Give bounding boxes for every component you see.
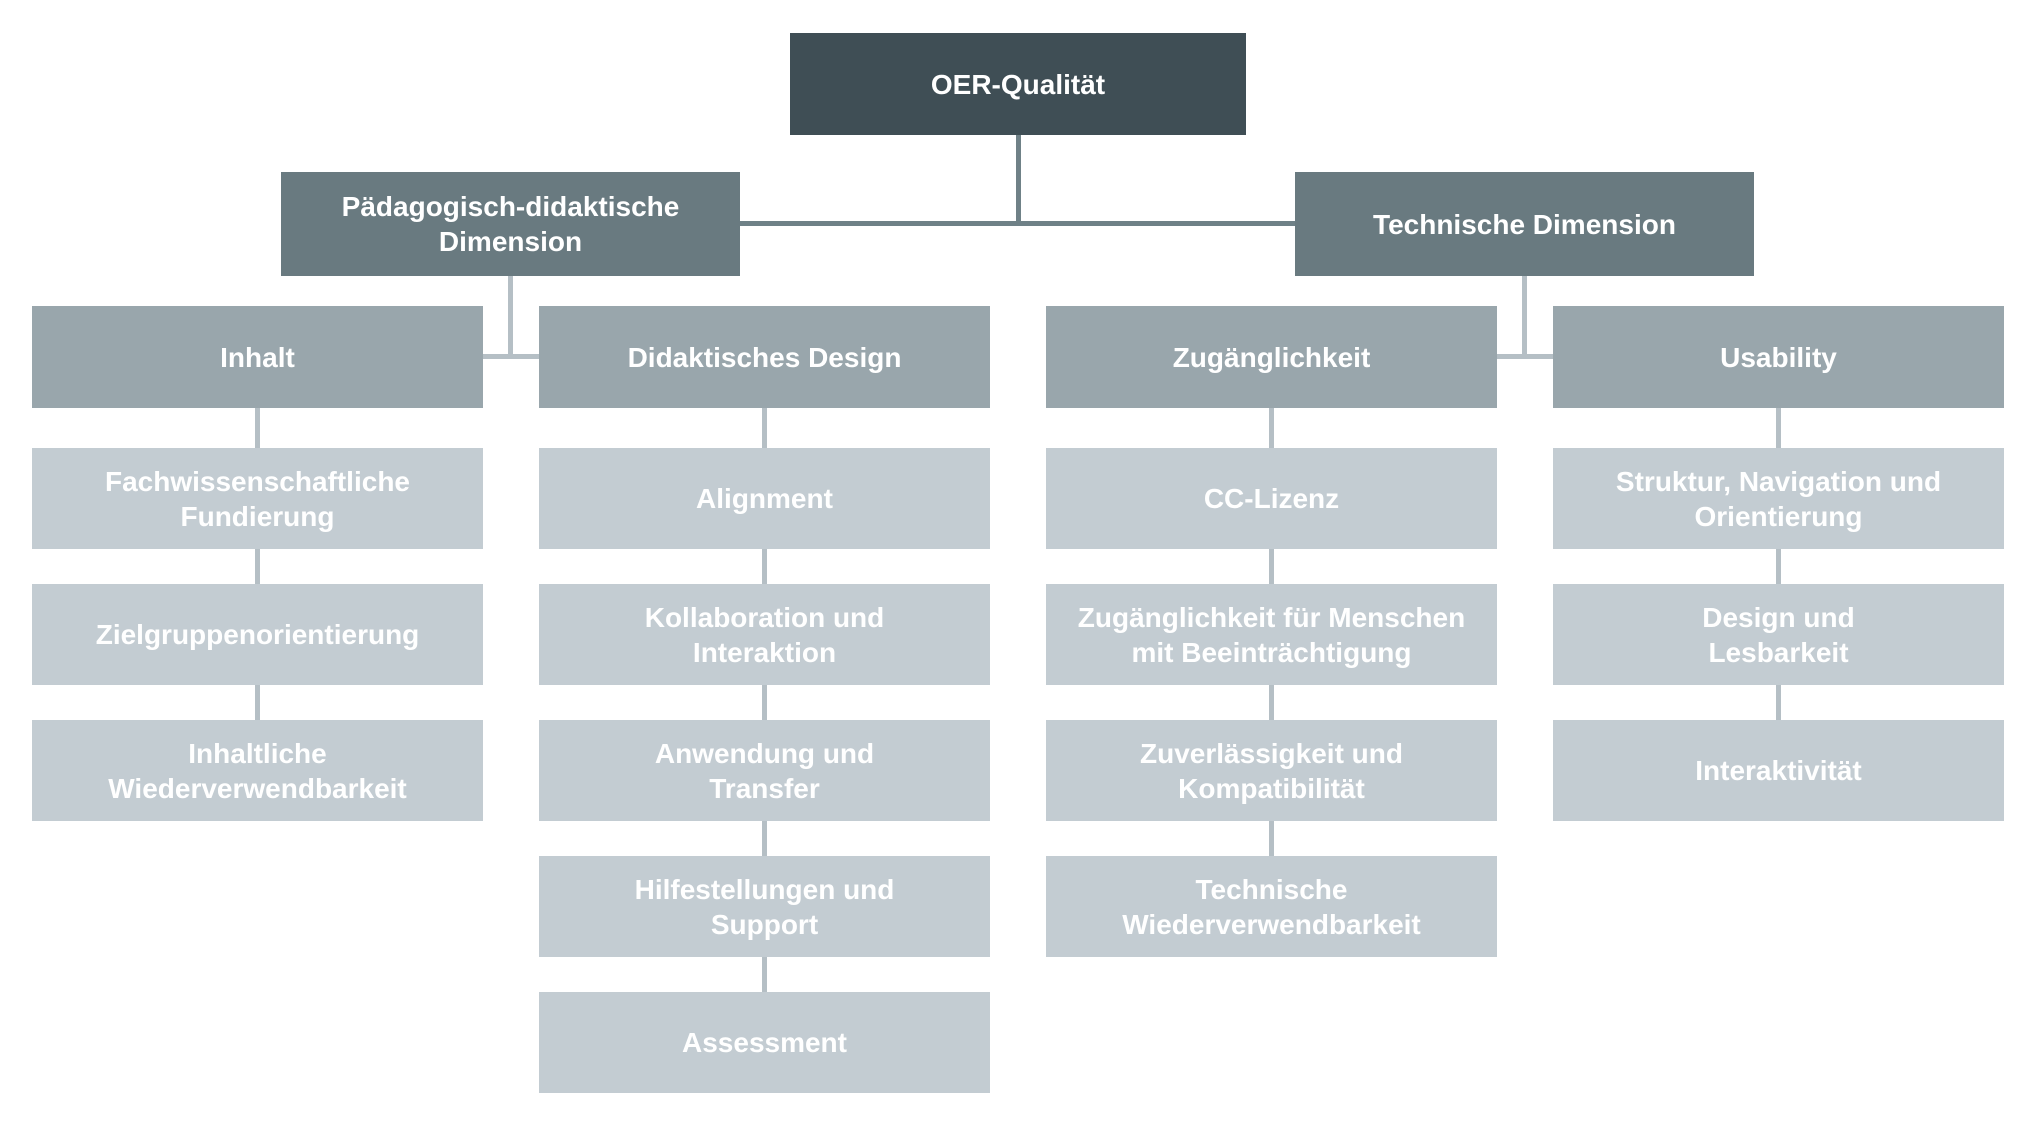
- node-zugaenglichkeit: Zugänglichkeit: [1046, 306, 1497, 408]
- connector-root-vertical: [1016, 135, 1021, 226]
- connector-col2-stub-1: [762, 549, 767, 584]
- node-zuverlaessigkeit-und-kompatibilitaet: Zuverlässigkeit und Kompatibilität: [1046, 720, 1497, 821]
- node-kollaboration-und-interaktion: Kollaboration und Interaktion: [539, 584, 990, 685]
- node-inhalt: Inhalt: [32, 306, 483, 408]
- node-usability: Usability: [1553, 306, 2004, 408]
- node-inhaltliche-wiederverwendbarkeit: Inhaltliche Wiederverwendbarkeit: [32, 720, 483, 821]
- connector-col2-stub-2: [762, 685, 767, 720]
- connector-col2-stub-4: [762, 957, 767, 992]
- node-alignment: Alignment: [539, 448, 990, 549]
- node-paedagogisch-didaktische-dimension: Pädagogisch-didaktische Dimension: [281, 172, 740, 276]
- connector-col4-stub-0: [1776, 408, 1781, 448]
- connector-paed-horizontal: [483, 354, 539, 359]
- connector-col2-stub-0: [762, 408, 767, 448]
- node-zielgruppenorientierung: Zielgruppenorientierung: [32, 584, 483, 685]
- node-assessment: Assessment: [539, 992, 990, 1093]
- node-technische-dimension: Technische Dimension: [1295, 172, 1754, 276]
- connector-col1-stub-1: [255, 549, 260, 584]
- connector-col1-stub-0: [255, 408, 260, 448]
- connector-col3-stub-2: [1269, 685, 1274, 720]
- node-technische-wiederverwendbarkeit: Technische Wiederverwendbarkeit: [1046, 856, 1497, 957]
- node-fachwissenschaftliche-fundierung: Fachwissenschaftliche Fundierung: [32, 448, 483, 549]
- node-interaktivitaet: Interaktivität: [1553, 720, 2004, 821]
- node-oer-qualitaet: OER-Qualität: [790, 33, 1246, 135]
- connector-tech-vertical: [1522, 276, 1527, 358]
- connector-col3-stub-1: [1269, 549, 1274, 584]
- node-design-und-lesbarkeit: Design und Lesbarkeit: [1553, 584, 2004, 685]
- node-anwendung-und-transfer: Anwendung und Transfer: [539, 720, 990, 821]
- connector-col2-stub-3: [762, 821, 767, 856]
- node-didaktisches-design: Didaktisches Design: [539, 306, 990, 408]
- connector-root-horizontal: [740, 221, 1295, 226]
- connector-col1-stub-2: [255, 685, 260, 720]
- connector-tech-horizontal: [1497, 354, 1553, 359]
- connector-col3-stub-0: [1269, 408, 1274, 448]
- node-struktur-navigation-und-orientierung: Struktur, Navigation und Orientierung: [1553, 448, 2004, 549]
- node-cc-lizenz: CC-Lizenz: [1046, 448, 1497, 549]
- connector-paed-vertical: [508, 276, 513, 358]
- connector-col4-stub-1: [1776, 549, 1781, 584]
- connector-col4-stub-2: [1776, 685, 1781, 720]
- node-hilfestellungen-und-support: Hilfestellungen und Support: [539, 856, 990, 957]
- node-zugaenglichkeit-fuer-menschen-mit-beeintraechtigung: Zugänglichkeit für Menschen mit Beeinträ…: [1046, 584, 1497, 685]
- connector-col3-stub-3: [1269, 821, 1274, 856]
